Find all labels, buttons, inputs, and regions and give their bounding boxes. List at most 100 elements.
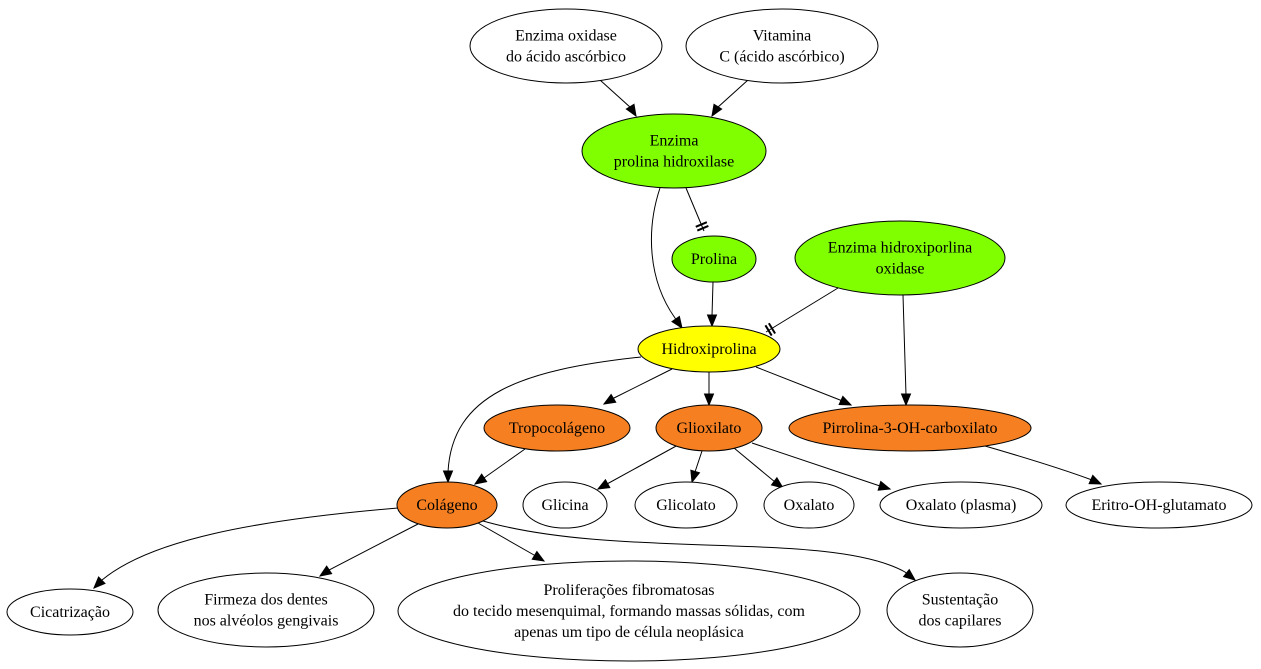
node-shape (794, 220, 1006, 296)
edge-line (319, 523, 419, 577)
node-label: Eritro-OH-glutamato (1091, 497, 1226, 514)
node-eritro: Eritro-OH-glutamato (1065, 481, 1253, 529)
node-label: oxidase (876, 261, 925, 278)
node-shape (157, 572, 375, 648)
arrowhead (690, 469, 701, 484)
node-shape (637, 325, 781, 373)
node-shape (1065, 481, 1253, 529)
node-label: Prolina (691, 251, 737, 268)
arrowhead (877, 480, 892, 491)
edge-prolina-to-hidroxiprolina (706, 281, 718, 328)
node-shape (788, 404, 1032, 452)
edge-glioxilato-to-glicina (596, 444, 679, 490)
edge-prolina_hidroxilase-to-hidroxiprolina (650, 187, 683, 330)
node-label: C (ácido ascórbico) (719, 49, 844, 66)
edge-line (765, 287, 839, 333)
edge-line (93, 507, 399, 589)
edge-hidroxiprolina-to-tropocolageno (602, 368, 673, 405)
node-cicatrizacao: Cicatrização (6, 588, 134, 636)
node-label: Glicina (541, 497, 588, 514)
node-label: do tecido mesenquimal, formando massas s… (453, 603, 805, 620)
edge-glioxilato-to-oxalato_plasma (751, 442, 892, 491)
node-label: dos capilares (918, 613, 1001, 630)
node-label: Glioxilato (677, 420, 742, 437)
node-glioxilato: Glioxilato (655, 404, 763, 452)
node-label: Hidroxiprolina (661, 341, 756, 358)
arrowhead (531, 550, 546, 562)
arrowhead (1088, 474, 1103, 485)
arrowhead (596, 478, 611, 490)
edge-line (482, 520, 916, 581)
arrowhead (902, 568, 917, 581)
node-shape (879, 481, 1043, 529)
node-proliferacoes: Proliferações fibromatosas do tecido mese… (397, 560, 861, 662)
node-label: do ácido ascórbico (506, 49, 626, 66)
node-shape (483, 404, 631, 452)
node-shape (763, 481, 855, 529)
node-label: Colágeno (416, 497, 477, 514)
node-label: Proliferações fibromatosas (543, 582, 714, 599)
node-label: Vitamina (753, 28, 812, 45)
node-shape (396, 481, 498, 529)
node-label: Pirrolina-3-OH-carboxilato (822, 420, 997, 437)
edges-layer (93, 79, 1103, 589)
node-shape (655, 404, 763, 452)
arrowhead (93, 576, 106, 589)
edge-hidroxiprolina-to-pirrolina (755, 366, 853, 406)
node-sustentacao: Sustentação dos capilares (886, 572, 1034, 648)
arrowhead (838, 395, 853, 406)
node-label: Oxalato (784, 497, 835, 514)
edge-vitamina_c-to-prolina_hidroxilase (711, 79, 749, 118)
node-shape (6, 588, 134, 636)
edge-line (650, 187, 683, 329)
arrowhead (625, 103, 637, 118)
edge-hidroxiporlina_oxidase-to-pirrolina (900, 294, 912, 407)
edge-colageno-to-cicatrizacao (93, 507, 399, 589)
node-shape (581, 113, 767, 189)
arrowhead (473, 473, 488, 485)
node-label: apenas um tipo de célula neoplásica (514, 624, 744, 641)
node-colageno: Colágeno (396, 481, 498, 529)
node-shape (522, 481, 608, 529)
arrowhead (706, 314, 718, 328)
edge-line (902, 294, 907, 405)
node-label: Glicolato (656, 497, 716, 514)
edge-tropocolageno-to-colageno (473, 448, 526, 485)
edge-colageno-to-firmeza (318, 523, 419, 577)
nodes-layer: Enzima oxidase do ácido ascórbico Vitamina… (6, 8, 1253, 662)
node-tropocolageno: Tropocolágeno (483, 404, 631, 452)
edge-hidroxiprolina-to-glioxilato (703, 372, 715, 407)
arrowhead (770, 476, 785, 489)
node-hidroxiprolina: Hidroxiprolina (637, 325, 781, 373)
edge-line (984, 445, 1102, 485)
node-enzima-oxidase: Enzima oxidase do ácido ascórbico (469, 8, 663, 84)
edge-glioxilato-to-glicolato (690, 450, 703, 484)
node-label: Firmeza dos dentes (204, 592, 328, 609)
edge-line (597, 444, 679, 490)
arrowhead (442, 470, 454, 484)
node-label: nos alvéolos gengivais (194, 613, 339, 630)
node-label: Sustentação (922, 592, 998, 609)
inhibition-bar (695, 221, 708, 228)
node-firmeza: Firmeza dos dentes nos alvéolos gengivais (157, 572, 375, 648)
arrowhead (671, 315, 683, 330)
arrowhead (318, 565, 333, 577)
node-prolina-hidroxilase: Enzima prolina hidroxilase (581, 113, 767, 189)
node-label: Enzima oxidase (515, 28, 617, 45)
node-label: prolina hidroxilase (614, 154, 734, 171)
node-glicolato: Glicolato (634, 481, 738, 529)
arrowhead (703, 393, 715, 407)
edge-enzima_oxidase-to-prolina_hidroxilase (599, 79, 637, 118)
arrowhead (711, 103, 723, 118)
node-vitamina-c: Vitamina C (ácido ascórbico) (685, 8, 879, 84)
node-oxalato: Oxalato (763, 481, 855, 529)
node-shape (886, 572, 1034, 648)
node-label: Enzima (650, 133, 699, 150)
node-pirrolina: Pirrolina-3-OH-carboxilato (788, 404, 1032, 452)
node-label: Oxalato (plasma) (906, 497, 1017, 514)
edge-hidroxiporlina_oxidase-to-hidroxiprolina (764, 287, 839, 337)
node-shape (671, 235, 757, 283)
node-label: Tropocolágeno (509, 420, 605, 437)
node-oxalato-plasma: Oxalato (plasma) (879, 481, 1043, 529)
edge-glioxilato-to-oxalato (733, 447, 785, 489)
